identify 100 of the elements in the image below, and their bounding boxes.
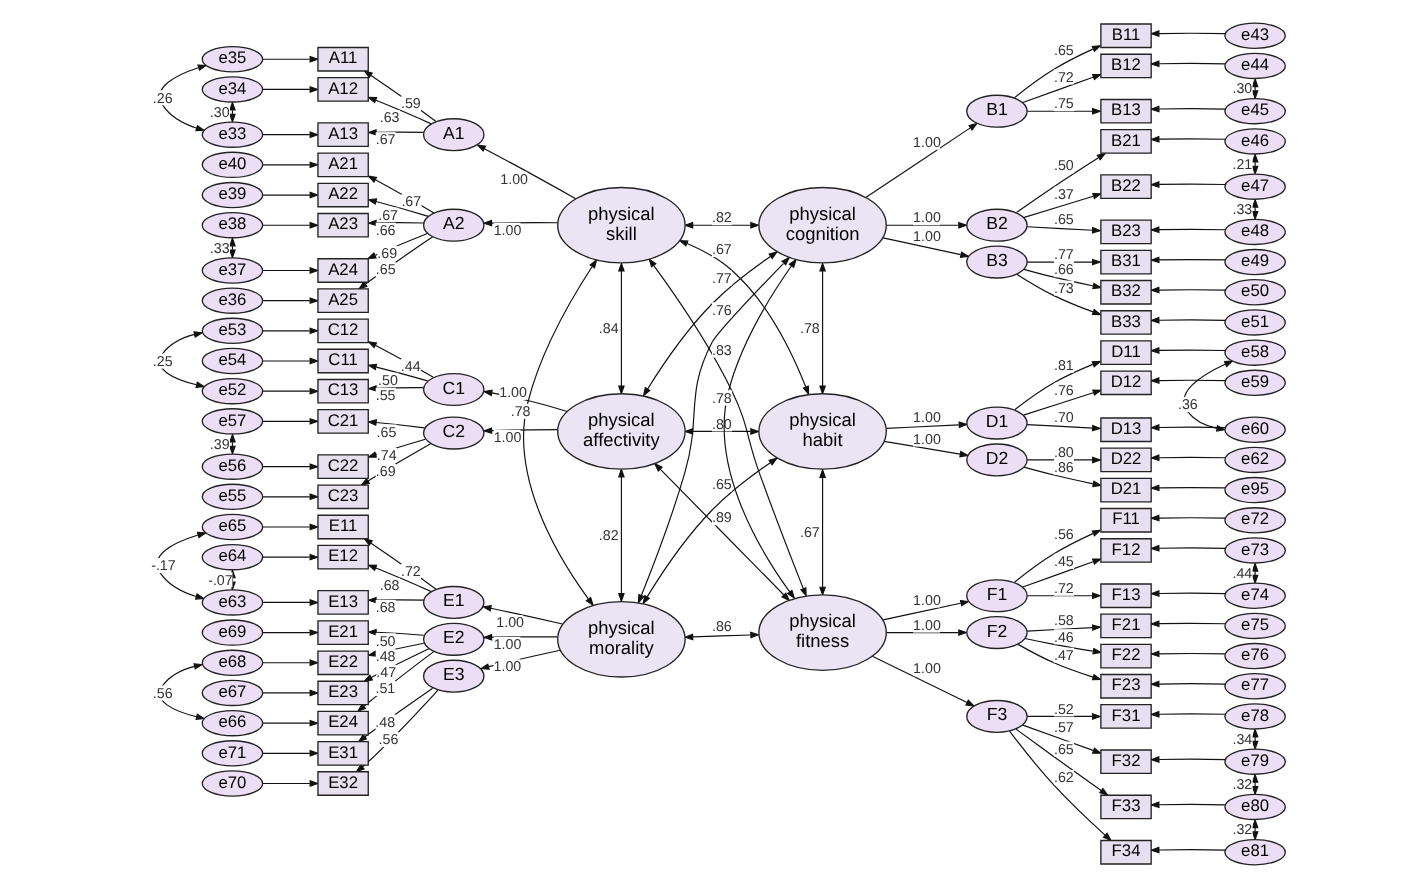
arrow: [1021, 73, 1102, 104]
arrow: [1250, 818, 1258, 842]
arrow: [616, 261, 624, 396]
arrow: [722, 258, 796, 600]
node-ellipse: e52: [200, 377, 263, 405]
node-ellipse: e43: [1223, 22, 1285, 49]
arrow: [1025, 226, 1101, 234]
arrow: [365, 219, 424, 227]
arrow: [1012, 45, 1101, 99]
node-box: F32: [1099, 749, 1151, 775]
arrow: [1025, 592, 1101, 600]
node-box: B22: [1099, 174, 1151, 200]
node-ellipse: B1: [965, 94, 1027, 128]
node-box: A13: [316, 122, 368, 148]
node-box: C21: [316, 408, 368, 434]
arrow: [1148, 590, 1225, 597]
node-ellipse: e55: [200, 483, 263, 511]
arrow: [481, 219, 557, 227]
node-ellipse: e50: [1223, 279, 1285, 306]
node-ellipse: e74: [1223, 582, 1285, 609]
node-ellipse: e78: [1223, 703, 1285, 730]
node-ellipse: e76: [1223, 642, 1285, 670]
arrow: [641, 457, 778, 605]
arrow: [1015, 273, 1102, 316]
arrow: [362, 537, 436, 590]
arrow: [365, 128, 424, 136]
node-box: D11: [1099, 340, 1151, 366]
node-box: E23: [316, 680, 368, 706]
node-box: B31: [1099, 249, 1151, 275]
arrow: [261, 267, 319, 274]
node-ellipse: e48: [1223, 218, 1285, 246]
arrow: [261, 55, 319, 63]
arrow: [261, 463, 319, 471]
node-ellipse: e37: [200, 257, 263, 284]
arrow: [1148, 680, 1225, 688]
arrow: [261, 327, 319, 335]
arrow: [1025, 424, 1101, 432]
arrow: [881, 237, 970, 258]
node-ellipse: e81: [1223, 839, 1285, 866]
arrow: [261, 629, 319, 637]
node-ellipse: e77: [1223, 673, 1285, 700]
node-box: D13: [1099, 417, 1151, 443]
arrow: [1148, 316, 1225, 324]
arrow: [356, 236, 433, 290]
node-ellipse: e45: [1223, 97, 1285, 125]
arrow: [356, 687, 433, 743]
arrow: [1025, 624, 1101, 632]
arrow: [1025, 712, 1101, 720]
node-ellipse: C2: [421, 416, 484, 450]
node-box: A23: [316, 212, 368, 238]
node-box: B11: [1099, 23, 1151, 49]
node-ellipse: e40: [200, 151, 263, 179]
node-ellipse: e62: [1223, 446, 1285, 474]
arrow: [1148, 226, 1225, 234]
node-ellipse: e66: [200, 709, 263, 737]
node-ellipse: E1: [421, 585, 484, 620]
node-box: F22: [1099, 643, 1151, 669]
arrow: [1148, 544, 1225, 552]
arrow: [1025, 456, 1101, 464]
arrow: [818, 261, 826, 396]
arrow: [1148, 484, 1225, 492]
node-box: F11: [1099, 507, 1151, 533]
node-ellipse: e75: [1223, 612, 1285, 640]
node-ellipse: e60: [1223, 416, 1285, 443]
node-ellipse: F2: [965, 616, 1027, 650]
arrow: [1148, 105, 1225, 113]
node-ellipse: C1: [421, 372, 484, 407]
arrow: [475, 144, 576, 200]
arrow: [1013, 360, 1101, 411]
node-box: B21: [1099, 129, 1151, 154]
node-box: D12: [1099, 370, 1151, 396]
arrow: [1022, 268, 1102, 290]
node-box: A25: [316, 288, 368, 314]
arrow: [261, 161, 319, 169]
arrow: [261, 689, 319, 697]
arrow: [682, 221, 760, 229]
node-box: E32: [316, 771, 368, 796]
arrow: [261, 357, 319, 365]
node-ellipse: e56: [200, 453, 263, 480]
arrow: [261, 191, 319, 199]
arrow: [478, 649, 560, 670]
node-box: E24: [316, 710, 368, 736]
node-box: C23: [316, 484, 368, 510]
node-box: D22: [1099, 447, 1151, 473]
arrow: [365, 419, 425, 429]
node-box: F13: [1099, 583, 1151, 609]
node-ellipse: e80: [1223, 793, 1285, 821]
node-ellipse: e73: [1223, 537, 1285, 564]
arrow: [1148, 454, 1225, 462]
arrow: [884, 629, 968, 637]
arrow: [261, 297, 319, 305]
arrow: [1148, 180, 1225, 188]
arrow: [261, 523, 319, 531]
node-ellipse: A2: [421, 208, 484, 242]
arrow: [1148, 620, 1225, 628]
arrow: [881, 599, 970, 621]
arrow: [1025, 107, 1101, 115]
node-box: B33: [1099, 310, 1151, 335]
node-ellipse: e95: [1223, 476, 1285, 504]
arrow: [261, 553, 319, 561]
